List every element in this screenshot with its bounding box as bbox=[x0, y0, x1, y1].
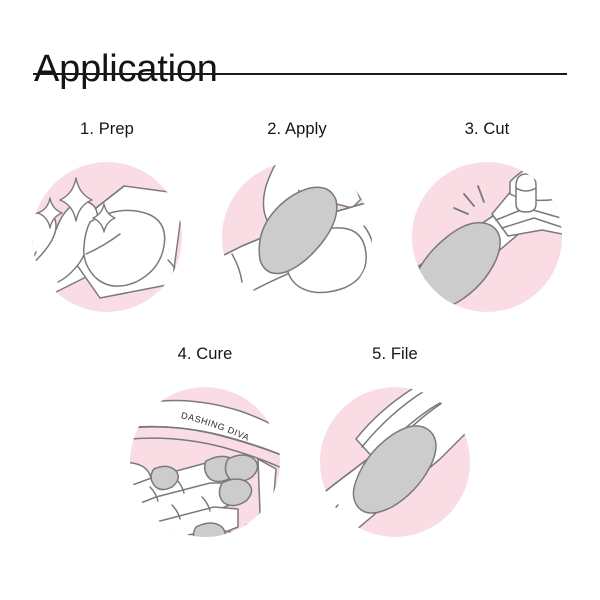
sparkle-small-icon bbox=[92, 203, 116, 233]
file-buffer-illustration bbox=[300, 367, 490, 557]
prep-wipe-illustration bbox=[12, 142, 202, 332]
nail-file-edge bbox=[361, 387, 469, 448]
clipper-upper-jaw bbox=[501, 217, 562, 235]
page-title: Application bbox=[34, 48, 218, 91]
step-label-cut: 3. Cut bbox=[464, 120, 510, 138]
cure-lamp-illustration: DASHING DIVA bbox=[110, 367, 300, 557]
apply-strip-illustration bbox=[202, 142, 392, 332]
step-label-cure: 4. Cure bbox=[177, 345, 233, 363]
gel-nail-d bbox=[150, 465, 179, 491]
sparkle-medium-icon bbox=[37, 197, 63, 229]
gel-nail-c bbox=[218, 478, 253, 507]
lamp-support bbox=[257, 458, 277, 520]
action-lines bbox=[453, 185, 485, 215]
cut-clipper-illustration bbox=[392, 142, 582, 332]
lamp-shade-edge bbox=[130, 426, 280, 464]
step-label-apply: 2. Apply bbox=[267, 120, 327, 138]
gel-nail-b bbox=[224, 454, 259, 483]
clipper-pivot-pin bbox=[515, 173, 537, 213]
step-label-file: 5. File bbox=[372, 345, 418, 363]
sparkle-large-icon bbox=[59, 177, 93, 222]
step-label-prep: 1. Prep bbox=[80, 120, 134, 138]
title-divider bbox=[33, 73, 567, 75]
gel-nail-thumb bbox=[192, 522, 227, 537]
gel-strip bbox=[258, 186, 338, 275]
gel-nail-shape bbox=[352, 425, 437, 514]
